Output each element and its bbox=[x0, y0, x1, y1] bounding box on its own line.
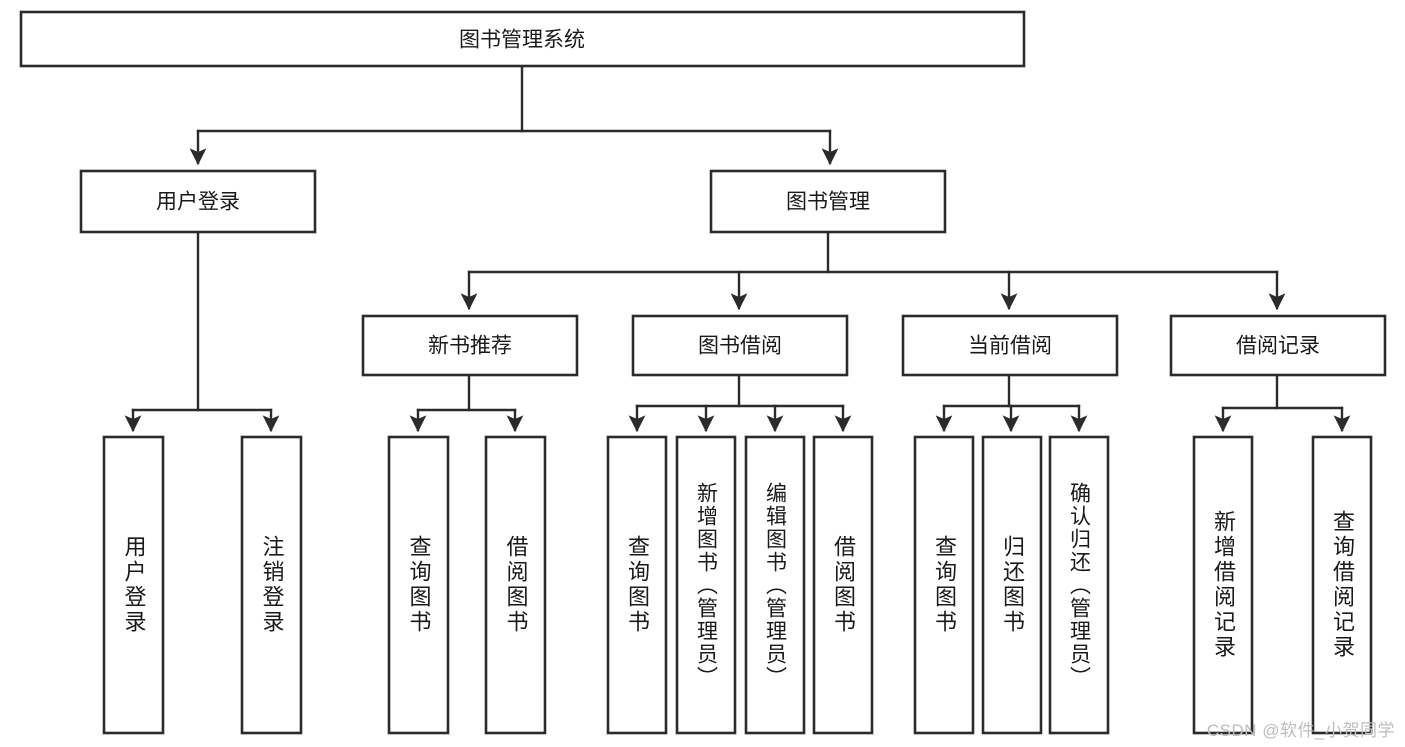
connector-book-mgmt-to-level3 bbox=[460, 230, 1286, 311]
node-borrow-record[interactable]: 借阅记录 bbox=[1169, 314, 1387, 377]
node-borrow-record-label: 借阅记录 bbox=[1236, 335, 1320, 358]
leaf-box-user-login-1[interactable] bbox=[102, 435, 165, 735]
node-user-login-label: 用户登录 bbox=[156, 191, 240, 214]
leaf-box-book-borrow-4[interactable] bbox=[812, 435, 874, 735]
leaf-box-borrow-record-2[interactable] bbox=[1311, 435, 1373, 735]
node-user-login[interactable]: 用户登录 bbox=[79, 169, 317, 234]
connector-current-borrow-to-leaves bbox=[935, 373, 1088, 433]
node-current-borrow[interactable]: 当前借阅 bbox=[901, 314, 1119, 377]
leaf-box-borrow-record-1[interactable] bbox=[1192, 435, 1254, 735]
node-root-system[interactable]: 图书管理系统 bbox=[19, 10, 1026, 68]
leaf-box-user-login-2[interactable] bbox=[240, 435, 303, 735]
connector-new-book-to-leaves bbox=[409, 373, 524, 433]
node-book-borrow-label: 图书借阅 bbox=[698, 335, 782, 358]
leaf-box-new-book-2[interactable] bbox=[484, 435, 547, 735]
connector-root-to-level2 bbox=[189, 64, 839, 166]
node-book-management-label: 图书管理 bbox=[786, 191, 870, 214]
leaf-box-current-borrow-1[interactable] bbox=[913, 435, 975, 735]
leaf-box-book-borrow-2[interactable] bbox=[675, 435, 737, 735]
leaf-box-current-borrow-2[interactable] bbox=[981, 435, 1043, 735]
leaf-box-new-book-1[interactable] bbox=[387, 435, 450, 735]
node-current-borrow-label: 当前借阅 bbox=[968, 335, 1052, 358]
node-book-borrow[interactable]: 图书借阅 bbox=[631, 314, 849, 377]
connector-borrow-record-to-leaves bbox=[1214, 373, 1351, 433]
node-new-book-recommend-label: 新书推荐 bbox=[428, 335, 512, 358]
leaf-box-book-borrow-1[interactable] bbox=[606, 435, 668, 735]
node-book-management[interactable]: 图书管理 bbox=[709, 169, 947, 234]
leaf-box-book-borrow-3[interactable] bbox=[744, 435, 806, 735]
connector-book-borrow-to-leaves bbox=[628, 373, 852, 433]
leaf-box-current-borrow-3[interactable] bbox=[1048, 435, 1110, 735]
node-root-system-label: 图书管理系统 bbox=[459, 29, 585, 52]
node-new-book-recommend[interactable]: 新书推荐 bbox=[361, 314, 579, 377]
watermark-text: CSDN @软件_小贺同学 bbox=[1206, 721, 1395, 740]
connector-user-login-to-leaves bbox=[124, 230, 280, 433]
